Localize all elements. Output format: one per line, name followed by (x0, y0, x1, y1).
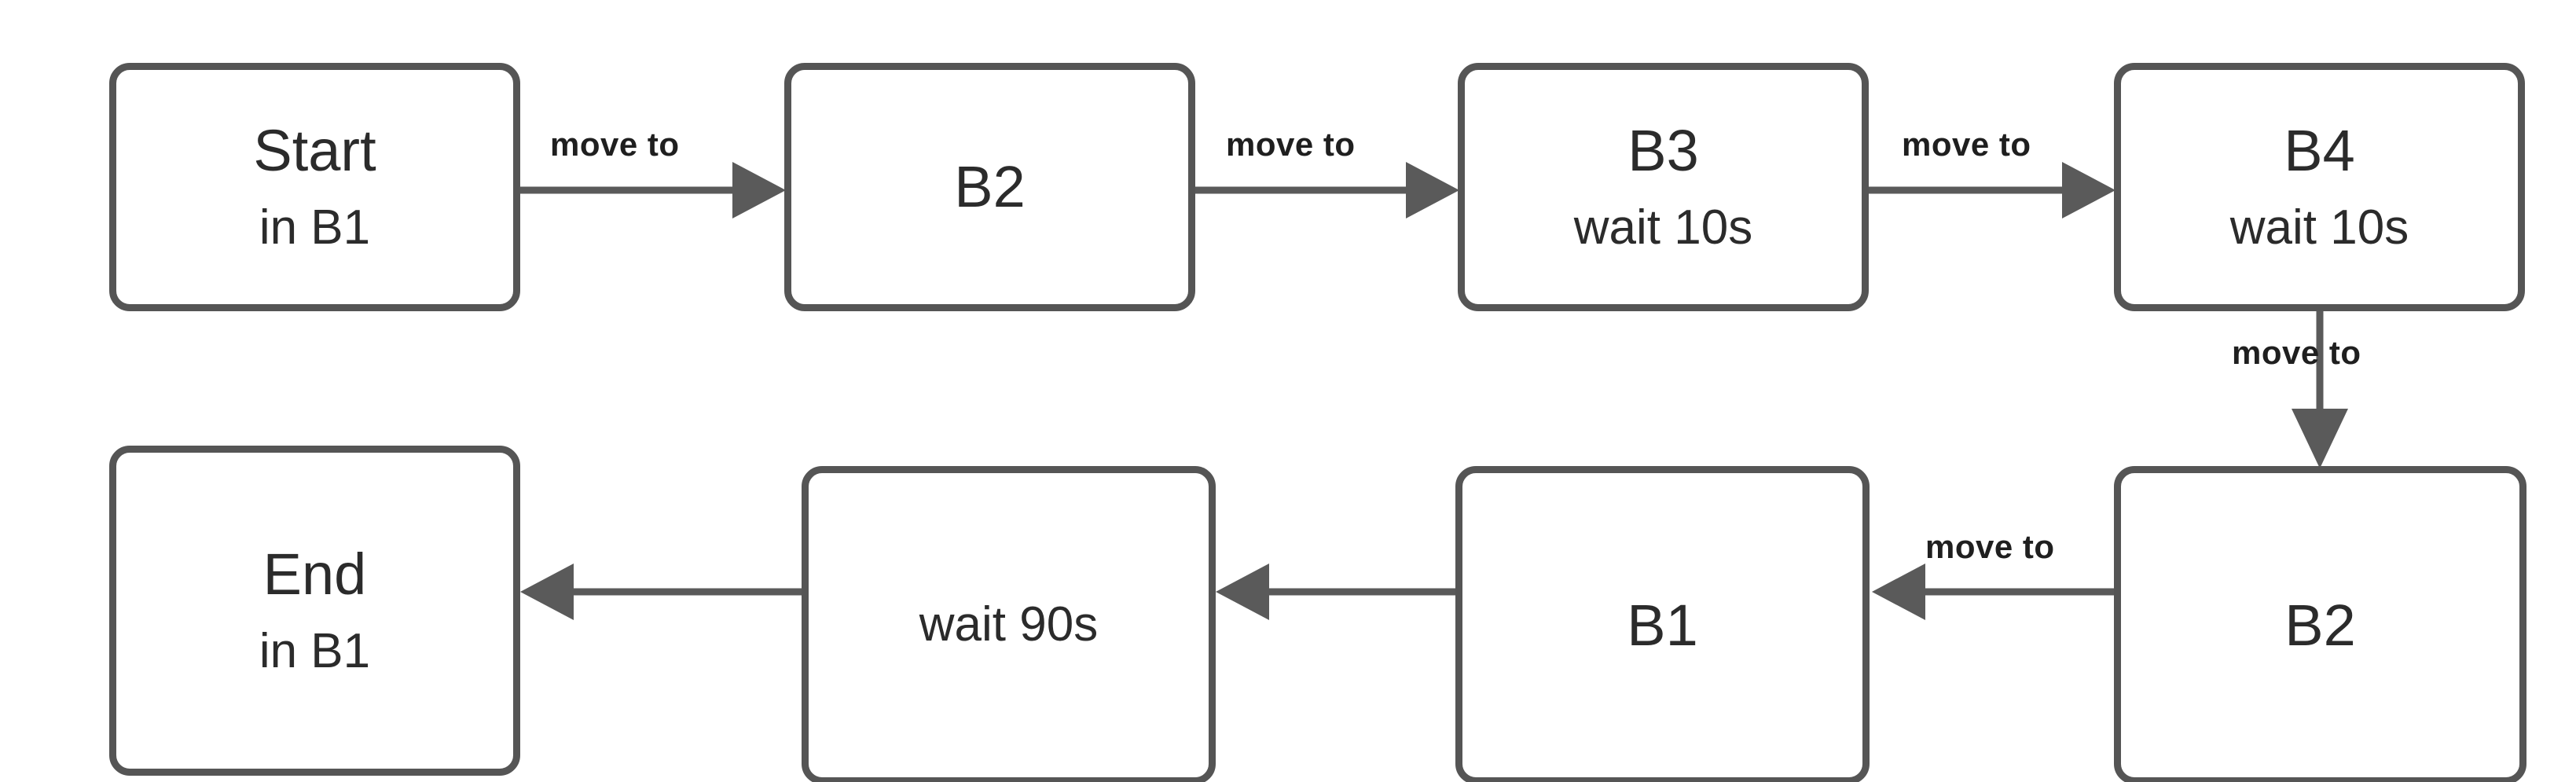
edge-wait90-to-end (520, 564, 802, 620)
node-b3-subtitle: wait 10s (1573, 200, 1753, 255)
edge-start-to-b2 (520, 162, 786, 218)
node-start[interactable]: Start in B1 (109, 63, 520, 311)
edge-label-start-to-b2: move to (550, 126, 680, 163)
edge-label-b2bottom-to-b1: move to (1925, 528, 2055, 565)
node-b2-bottom[interactable]: B2 (2114, 466, 2526, 782)
node-b2-bottom-title: B2 (2284, 592, 2356, 658)
edge-label-b3-to-b4: move to (1902, 126, 2031, 163)
edge-label-b4-to-b2bottom: move to (2232, 334, 2361, 371)
edge-b2bottom-to-b1 (1872, 564, 2114, 620)
node-start-title: Start (253, 117, 376, 183)
node-b2-top-title: B2 (954, 154, 1026, 220)
node-b1-bottom[interactable]: B1 (1455, 466, 1870, 782)
node-b4-subtitle: wait 10s (2229, 200, 2409, 255)
node-wait90-title: wait 90s (919, 597, 1099, 652)
node-end-title: End (262, 541, 367, 607)
edge-b3-to-b4 (1869, 162, 2115, 218)
node-b2-top[interactable]: B2 (784, 63, 1195, 311)
node-b3-title: B3 (1627, 117, 1699, 183)
node-b1-bottom-title: B1 (1627, 592, 1698, 658)
edge-b2-to-b3 (1195, 162, 1459, 218)
node-wait90[interactable]: wait 90s (802, 466, 1216, 782)
node-b4-title: B4 (2284, 117, 2355, 183)
edge-b1-to-wait90 (1216, 564, 1455, 620)
node-b4[interactable]: B4 wait 10s (2114, 63, 2525, 311)
node-b3[interactable]: B3 wait 10s (1458, 63, 1869, 311)
node-end[interactable]: End in B1 (109, 446, 520, 776)
edge-label-b2-to-b3: move to (1226, 126, 1356, 163)
node-end-subtitle: in B1 (259, 624, 371, 679)
node-start-subtitle: in B1 (259, 200, 371, 255)
